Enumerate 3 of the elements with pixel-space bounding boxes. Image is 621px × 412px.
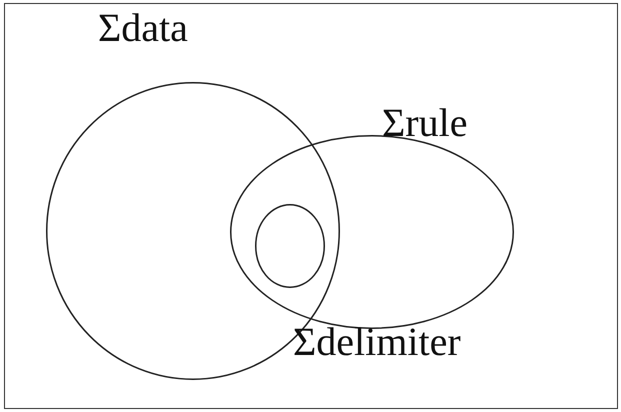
set-label: Σdata [98,6,188,50]
set-label: Σdelimiter [293,320,461,364]
set-label: Σrule [382,101,468,145]
